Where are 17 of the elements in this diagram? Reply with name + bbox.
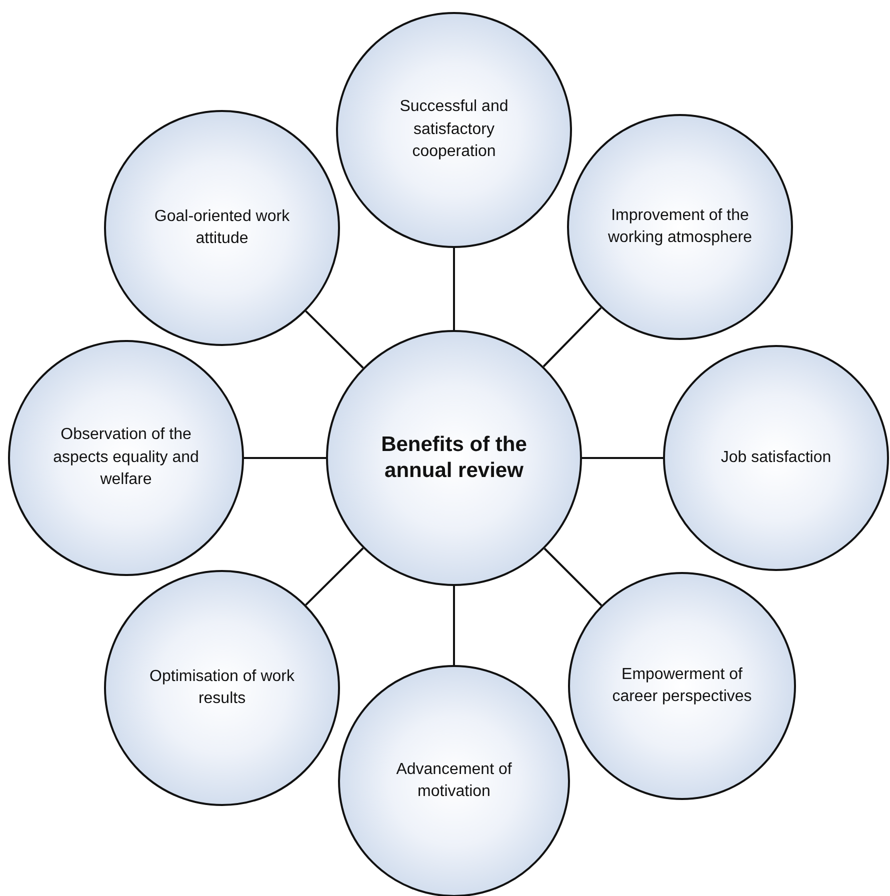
connector-line — [582, 457, 663, 459]
benefit-label: Improvement of the working atmosphere — [606, 206, 754, 248]
benefit-label: Goal-oriented work attitude — [153, 206, 291, 249]
connector-line — [544, 548, 602, 606]
connector-line — [542, 307, 602, 368]
benefit-label: Job satisfaction — [720, 448, 832, 468]
connector-line — [305, 310, 364, 369]
benefit-label: Observation of the aspects equality and welfare — [52, 425, 200, 490]
connector-line — [453, 248, 455, 330]
central-label: Benefits of the annual review — [380, 432, 528, 484]
benefit-label: Successful and satisfactory cooperation — [398, 97, 510, 162]
benefit-label: Optimisation of work results — [148, 666, 296, 709]
connector-line — [305, 547, 364, 606]
connector-line — [244, 457, 326, 459]
connector-line — [453, 586, 455, 665]
benefit-label: Advancement of motivation — [395, 760, 513, 802]
benefit-label: Empowerment of career perspectives — [611, 664, 753, 707]
